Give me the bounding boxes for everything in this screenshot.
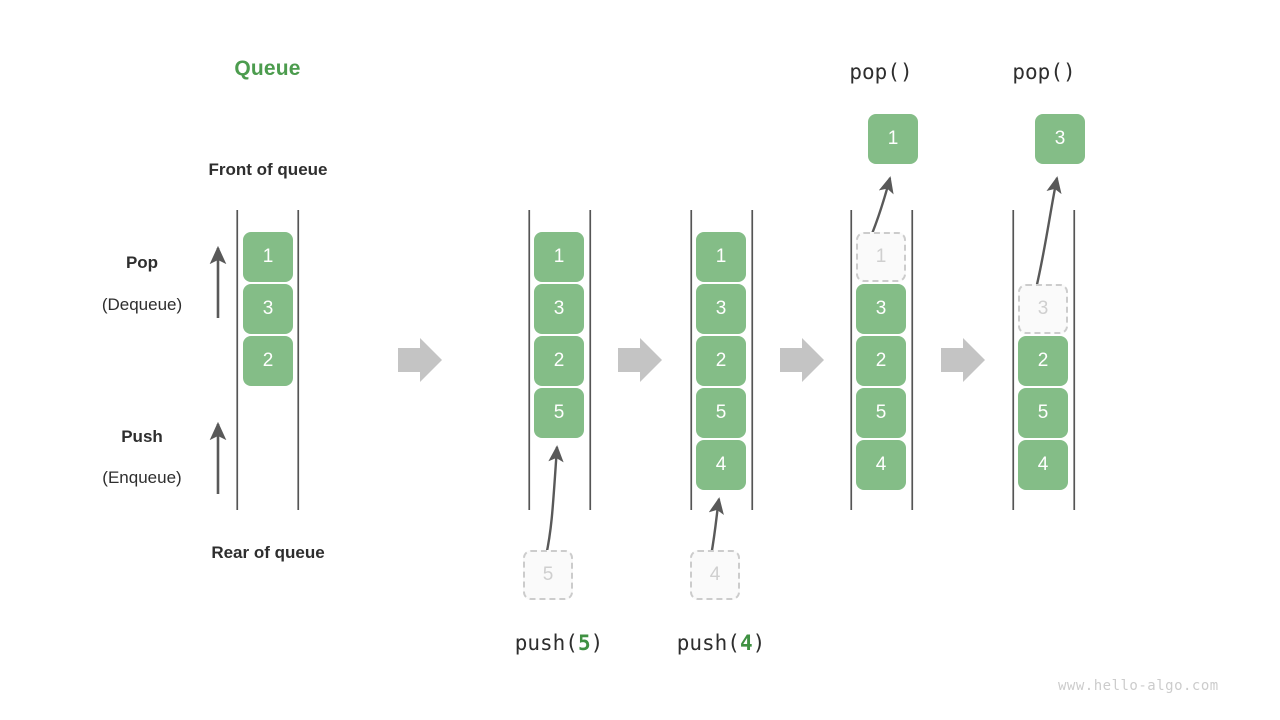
push-5-arrow	[544, 445, 564, 557]
rear-of-queue-label: Rear of queue	[211, 543, 325, 562]
incoming-element-ghost: 4	[690, 550, 740, 600]
stage-block-arrow-4	[941, 338, 985, 382]
push-4-fn: push(	[676, 631, 740, 655]
push-4-close: )	[752, 631, 766, 655]
push-5-fn: push(	[514, 631, 578, 655]
popped-slot-ghost: 3	[1018, 284, 1068, 334]
pop-3-arrow	[1033, 176, 1062, 294]
popped-element: 3	[1035, 114, 1085, 164]
pop-b-caption: pop()	[1012, 60, 1076, 84]
queue-cell: 5	[696, 388, 746, 438]
front-of-queue-label: Front of queue	[208, 160, 328, 179]
push-label: Push	[121, 427, 163, 446]
stage-block-arrow-1	[398, 338, 442, 382]
push-alt-label: (Enqueue)	[102, 468, 182, 487]
popped-slot-ghost: 1	[856, 232, 906, 282]
queue-rails	[236, 210, 1076, 510]
push-5-arg: 5	[577, 631, 591, 655]
queue-cell: 4	[856, 440, 906, 490]
push-5-close: )	[590, 631, 604, 655]
queue-cell: 5	[534, 388, 584, 438]
queue-cell: 2	[856, 336, 906, 386]
queue-cell: 2	[1018, 336, 1068, 386]
queue-cell: 1	[243, 232, 293, 282]
popped-element: 1	[868, 114, 918, 164]
queue-cell: 2	[243, 336, 293, 386]
watermark: www.hello-algo.com	[1058, 678, 1219, 694]
queue-cell: 5	[856, 388, 906, 438]
queue-cell: 3	[243, 284, 293, 334]
queue-cell: 3	[856, 284, 906, 334]
pop-a-caption: pop()	[849, 60, 913, 84]
push-5-caption: push(5)	[459, 631, 659, 655]
stage-block-arrow-2	[618, 338, 662, 382]
queue-cell: 2	[696, 336, 746, 386]
queue-cell: 5	[1018, 388, 1068, 438]
queue-cell: 1	[696, 232, 746, 282]
pop-label: Pop	[125, 253, 159, 272]
queue-cell: 2	[534, 336, 584, 386]
pop-alt-label: (Dequeue)	[101, 295, 183, 314]
push-4-arg: 4	[739, 631, 753, 655]
queue-cell: 3	[696, 284, 746, 334]
push-4-caption: push(4)	[621, 631, 821, 655]
page-title: Queue	[234, 57, 301, 80]
incoming-element-ghost: 5	[523, 550, 573, 600]
queue-cell: 4	[1018, 440, 1068, 490]
push-4-arrow	[708, 497, 724, 557]
queue-cell: 1	[534, 232, 584, 282]
stage-block-arrow-3	[780, 338, 824, 382]
queue-cell: 3	[534, 284, 584, 334]
queue-cell: 4	[696, 440, 746, 490]
